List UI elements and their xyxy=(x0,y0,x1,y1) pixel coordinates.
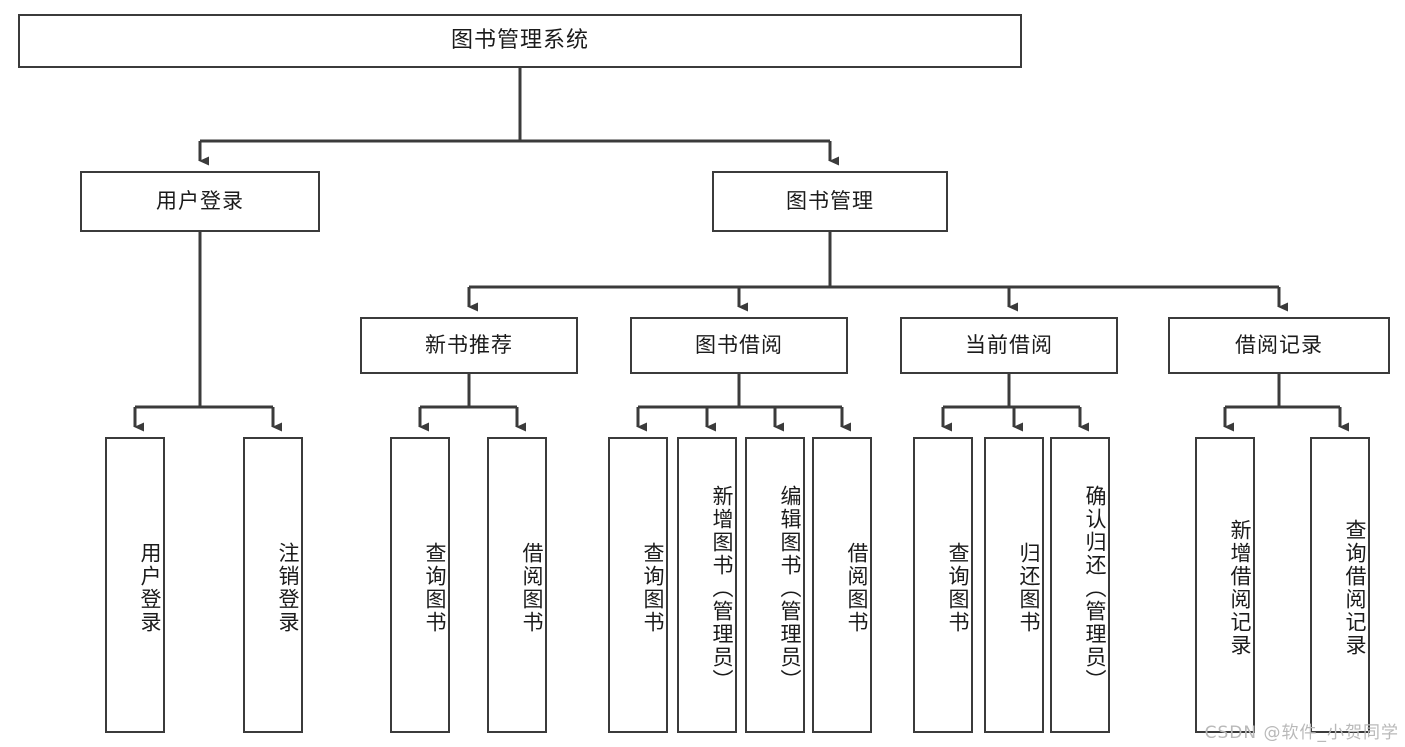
leaf-user-login[interactable]: 用户登录 xyxy=(105,437,165,733)
leaf-add-record-label: 新增借阅记录 xyxy=(1228,519,1252,657)
leaf-query-book-borrow[interactable]: 查询图书 xyxy=(608,437,668,733)
leaf-query-book-rec-label: 查询图书 xyxy=(423,542,447,634)
node-book-manage[interactable]: 图书管理 xyxy=(712,171,948,232)
node-root-label: 图书管理系统 xyxy=(450,27,589,53)
leaf-query-book-borrow-label: 查询图书 xyxy=(641,542,665,634)
node-new-book-rec-label: 新书推荐 xyxy=(425,332,513,357)
leaf-borrow-book[interactable]: 借阅图书 xyxy=(812,437,872,733)
leaf-user-logout-label: 注销登录 xyxy=(276,542,300,634)
node-root[interactable]: 图书管理系统 xyxy=(18,14,1022,68)
node-user-login[interactable]: 用户登录 xyxy=(80,171,320,232)
leaf-add-book-label: 新增图书（管理员） xyxy=(710,484,734,692)
leaf-user-logout[interactable]: 注销登录 xyxy=(243,437,303,733)
leaf-user-login-label: 用户登录 xyxy=(138,542,162,634)
leaf-confirm-return-label: 确认归还（管理员） xyxy=(1083,484,1107,692)
node-user-login-label: 用户登录 xyxy=(156,188,244,213)
node-book-borrow[interactable]: 图书借阅 xyxy=(630,317,848,374)
node-new-book-rec[interactable]: 新书推荐 xyxy=(360,317,578,374)
node-book-manage-label: 图书管理 xyxy=(786,188,874,213)
leaf-query-book-cur-label: 查询图书 xyxy=(946,542,970,634)
node-borrow-record-label: 借阅记录 xyxy=(1235,332,1323,357)
leaf-confirm-return[interactable]: 确认归还（管理员） xyxy=(1050,437,1110,733)
node-borrow-record[interactable]: 借阅记录 xyxy=(1168,317,1390,374)
leaf-return-book-label: 归还图书 xyxy=(1017,542,1041,634)
leaf-edit-book-label: 编辑图书（管理员） xyxy=(778,484,802,692)
leaf-query-record-label: 查询借阅记录 xyxy=(1343,519,1367,657)
leaf-edit-book[interactable]: 编辑图书（管理员） xyxy=(745,437,805,733)
leaf-borrow-book-rec[interactable]: 借阅图书 xyxy=(487,437,547,733)
leaf-add-record[interactable]: 新增借阅记录 xyxy=(1195,437,1255,733)
leaf-borrow-book-label: 借阅图书 xyxy=(845,542,869,634)
node-current-borrow-label: 当前借阅 xyxy=(965,332,1053,357)
leaf-borrow-book-rec-label: 借阅图书 xyxy=(520,542,544,634)
watermark: CSDN @软件_小贺同学 xyxy=(1204,723,1399,743)
node-current-borrow[interactable]: 当前借阅 xyxy=(900,317,1118,374)
leaf-query-record[interactable]: 查询借阅记录 xyxy=(1310,437,1370,733)
leaf-query-book-rec[interactable]: 查询图书 xyxy=(390,437,450,733)
node-book-borrow-label: 图书借阅 xyxy=(695,332,783,357)
leaf-query-book-cur[interactable]: 查询图书 xyxy=(913,437,973,733)
leaf-return-book[interactable]: 归还图书 xyxy=(984,437,1044,733)
leaf-add-book[interactable]: 新增图书（管理员） xyxy=(677,437,737,733)
